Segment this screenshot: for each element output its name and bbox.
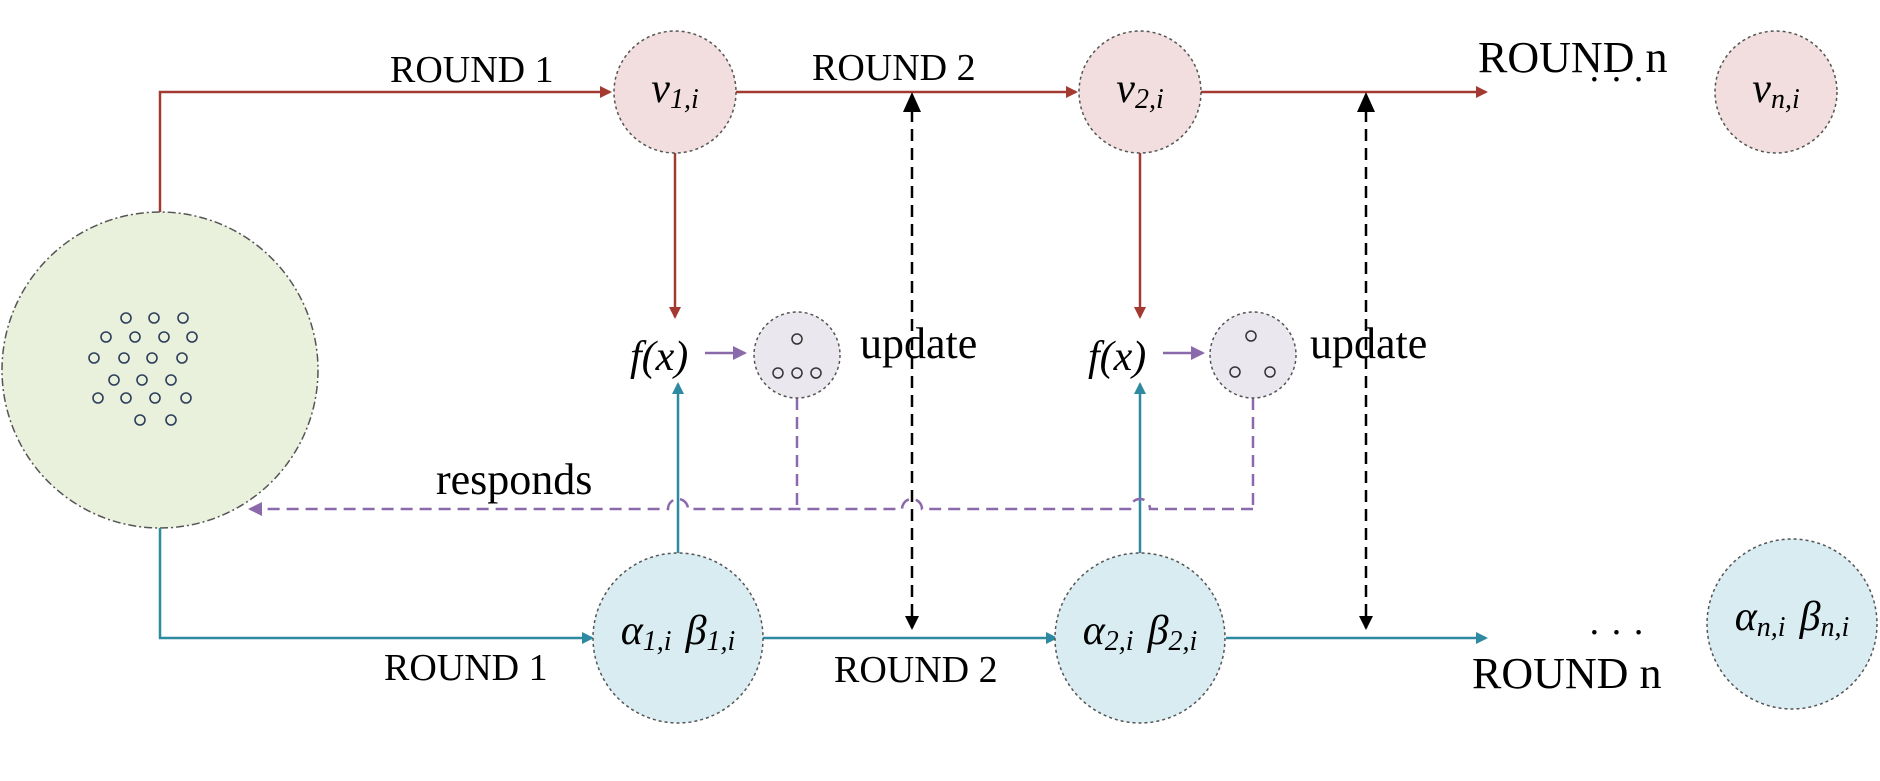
ellipsis-top: · · · [1588, 59, 1645, 101]
fx-label-1: f(x) [630, 334, 688, 380]
bottom-flow-lines [158, 382, 1488, 644]
result-node-1 [753, 311, 841, 399]
svg-text:vn,i: vn,i [1752, 66, 1799, 115]
round2-top-label: ROUND 2 [812, 47, 976, 89]
round1-top-label: ROUND 1 [390, 49, 554, 91]
update-label-1: update [860, 319, 977, 368]
top-flow-lines [158, 86, 1488, 319]
v-node-1: v1,i [613, 30, 737, 154]
svg-text:αn,iβn,i: αn,iβn,i [1735, 594, 1850, 643]
svg-text:α1,iβ1,i: α1,iβ1,i [621, 608, 736, 657]
roundn-bottom-label: ROUND n [1472, 649, 1661, 698]
update-arrow-heads-top [903, 92, 1375, 112]
v-node-n: vn,i [1714, 30, 1838, 154]
source-population-node [1, 211, 319, 529]
population-dots [88, 312, 198, 426]
round1-bottom-label: ROUND 1 [384, 647, 548, 689]
update-arrows [905, 110, 1373, 630]
roundn-top-label: ROUND n [1478, 33, 1667, 82]
svg-text:v1,i: v1,i [651, 66, 698, 115]
fx-label-2: f(x) [1088, 334, 1146, 380]
result-node-2 [1209, 311, 1297, 399]
ellipsis-bottom: · · · [1588, 612, 1645, 654]
svg-text:α2,iβ2,i: α2,iβ2,i [1083, 608, 1198, 657]
v-node-2: v2,i [1078, 30, 1202, 154]
responds-line [248, 398, 1255, 516]
responds-label: responds [436, 455, 592, 504]
svg-text:v2,i: v2,i [1116, 66, 1163, 115]
round2-bottom-label: ROUND 2 [834, 649, 998, 691]
update-label-2: update [1310, 319, 1427, 368]
